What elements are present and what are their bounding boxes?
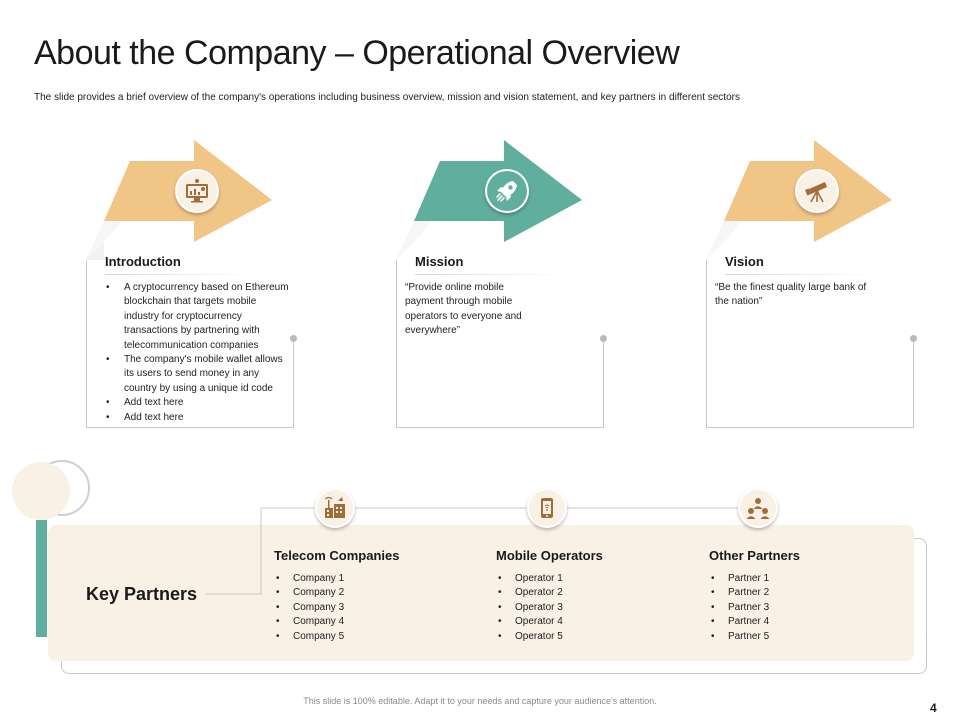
- telescope-icon: [804, 182, 827, 203]
- page-number: 4: [930, 701, 937, 715]
- accent-bar: [36, 520, 47, 637]
- key-partners-title: Key Partners: [86, 584, 198, 604]
- list-item: Operator 1: [496, 572, 686, 587]
- card-connector-dot: [600, 335, 607, 342]
- list-item: Company 5: [274, 630, 464, 645]
- slide-subtitle: The slide provides a brief overview of t…: [34, 92, 740, 103]
- other-partners-column: Other Partners Partner 1 Partner 2 Partn…: [709, 548, 899, 644]
- list-item: Operator 4: [496, 615, 686, 630]
- vision-body: “Be the finest quality large bank of the…: [715, 281, 875, 310]
- slide-title: About the Company – Operational Overview: [34, 34, 680, 72]
- mission-card: Mission “Provide online mobile payment t…: [396, 254, 607, 428]
- vision-heading: Vision: [725, 254, 764, 269]
- telecom-companies-column: Telecom Companies Company 1 Company 2 Co…: [274, 548, 464, 644]
- mission-statement: “Provide online mobile payment through m…: [405, 282, 522, 337]
- list-item: A cryptocurrency based on Ethereum block…: [106, 281, 289, 353]
- introduction-card: Introduction A cryptocurrency based on E…: [86, 254, 297, 428]
- mission-icon-badge: [485, 169, 529, 213]
- footer-note: This slide is 100% editable. Adapt it to…: [303, 696, 657, 706]
- mobile-icon-badge: [527, 488, 567, 528]
- computer-chart-icon: [186, 179, 208, 203]
- vision-card: Vision “Be the finest quality large bank…: [706, 254, 917, 428]
- list-item: Company 4: [274, 615, 464, 630]
- list-item: Operator 5: [496, 630, 686, 645]
- list-item: Add text here: [106, 411, 289, 426]
- list-item: Partner 5: [709, 630, 899, 645]
- mission-heading: Mission: [415, 254, 464, 269]
- partners-icon-badge: [738, 488, 778, 528]
- telecom-icon-badge: [315, 488, 355, 528]
- telecom-companies-title: Telecom Companies: [274, 548, 400, 563]
- list-item: Partner 3: [709, 601, 899, 616]
- other-partners-title: Other Partners: [709, 548, 801, 563]
- list-item: Company 2: [274, 586, 464, 601]
- list-item: Operator 3: [496, 601, 686, 616]
- list-item: Company 3: [274, 601, 464, 616]
- introduction-body: A cryptocurrency based on Ethereum block…: [106, 281, 289, 426]
- vision-icon-badge: [795, 169, 839, 213]
- people-network-icon: [746, 498, 770, 519]
- card-connector-dot: [290, 335, 297, 342]
- list-item: Partner 2: [709, 586, 899, 601]
- mission-body: “Provide online mobile payment through m…: [405, 281, 540, 339]
- introduction-heading: Introduction: [105, 254, 181, 269]
- introduction-icon-badge: [175, 169, 219, 213]
- decorative-disc: [12, 462, 70, 520]
- list-item: Add text here: [106, 396, 289, 411]
- list-item: Partner 4: [709, 615, 899, 630]
- rocket-icon: [496, 181, 517, 202]
- list-item: Operator 2: [496, 586, 686, 601]
- list-item: Company 1: [274, 572, 464, 587]
- vision-statement: “Be the finest quality large bank of the…: [715, 282, 867, 308]
- telecom-building-icon: [325, 496, 345, 518]
- mobile-phone-icon: [541, 498, 553, 518]
- card-connector-dot: [910, 335, 917, 342]
- mobile-operators-column: Mobile Operators Operator 1 Operator 2 O…: [496, 548, 686, 644]
- list-item: The company's mobile wallet allows its u…: [106, 353, 289, 396]
- mobile-operators-title: Mobile Operators: [496, 548, 603, 563]
- list-item: Partner 1: [709, 572, 899, 587]
